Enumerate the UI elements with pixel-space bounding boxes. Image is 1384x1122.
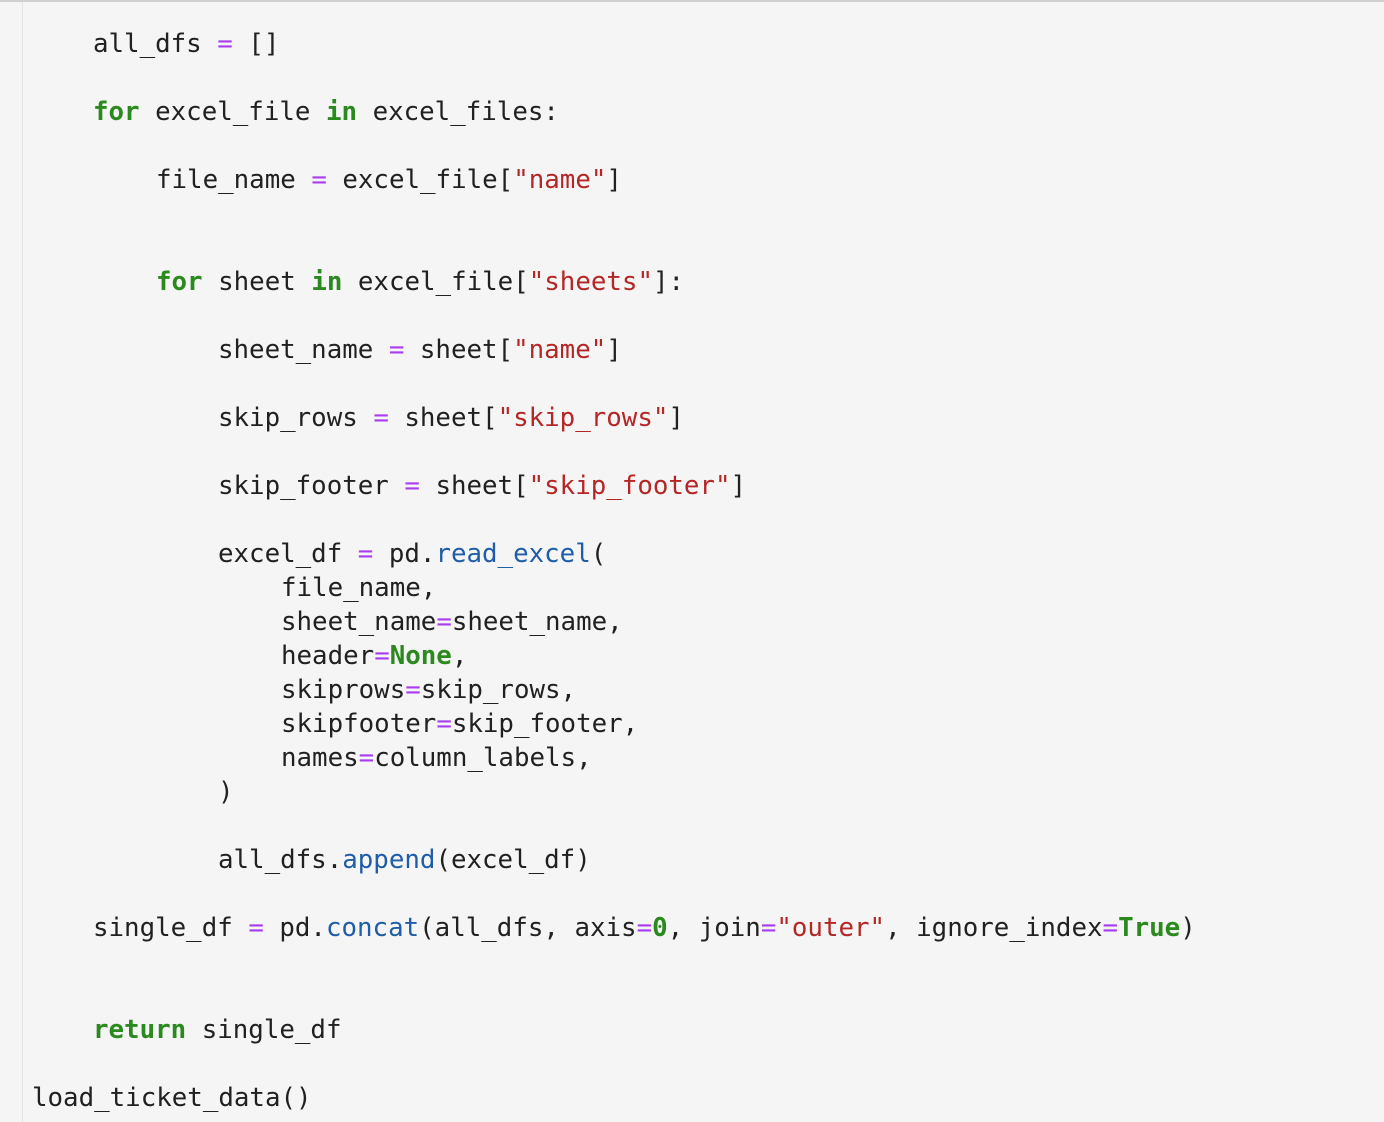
- code-line: skiprows=skip_rows,: [281, 675, 577, 705]
- code-line: file_name,: [281, 573, 437, 603]
- code-line: excel_df = pd.read_excel(: [218, 539, 607, 569]
- code-line: skip_footer = sheet["skip_footer"]: [218, 471, 747, 501]
- code-line: single_df = pd.concat(all_dfs, axis=0, j…: [93, 913, 1196, 943]
- line-number-gutter: [0, 2, 23, 1122]
- code-line: for sheet in excel_file["sheets"]:: [156, 267, 685, 297]
- code-line: sheet_name=sheet_name,: [281, 607, 623, 637]
- code-line: names=column_labels,: [281, 743, 592, 773]
- code-line: file_name = excel_file["name"]: [156, 165, 622, 195]
- code-line: skip_rows = sheet["skip_rows"]: [218, 403, 684, 433]
- code-line: for excel_file in excel_files:: [93, 97, 559, 127]
- code-line: all_dfs.append(excel_df): [218, 845, 591, 875]
- code-line: header=None,: [281, 641, 468, 671]
- code-line: load_ticket_data(): [32, 1083, 312, 1113]
- code-line: return single_df: [93, 1015, 342, 1045]
- code-area[interactable]: all_dfs = [] for excel_file in excel_fil…: [32, 2, 1384, 1120]
- code-line: sheet_name = sheet["name"]: [218, 335, 622, 365]
- code-line: skipfooter=skip_footer,: [281, 709, 639, 739]
- code-line: ): [218, 777, 234, 807]
- code-line: all_dfs = []: [93, 29, 280, 59]
